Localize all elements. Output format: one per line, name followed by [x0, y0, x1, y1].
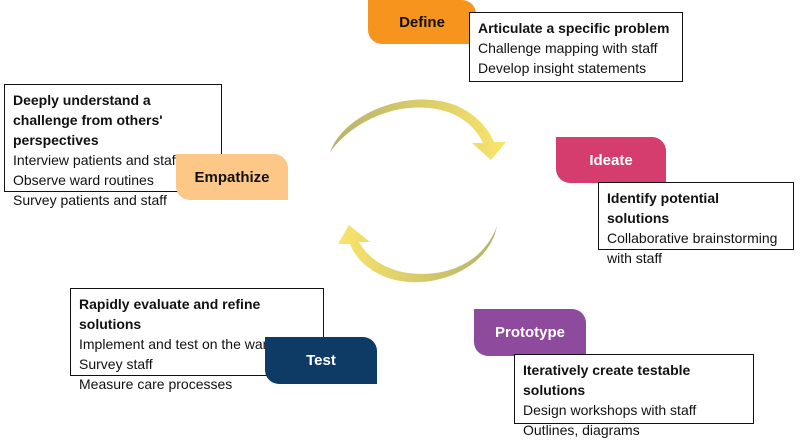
test-label: Test	[306, 352, 336, 369]
prototype-label: Prototype	[494, 324, 565, 341]
define-tab: Define	[368, 0, 476, 44]
empathize-tab: Empathize	[176, 154, 288, 200]
ideate-label: Ideate	[589, 151, 633, 169]
test-tab: Test	[265, 337, 377, 384]
cycle-arrow-top	[330, 99, 506, 160]
ideate-tab: Ideate	[556, 137, 666, 183]
test-box: Rapidly evaluate and refine solutions Im…	[70, 288, 324, 392]
test-heading: Rapidly evaluate and refine solutions	[79, 296, 261, 332]
define-heading: Articulate a specific problem	[478, 20, 670, 36]
ideate-item: Collaborative brainstorming	[607, 230, 778, 246]
empathize-item: Interview patients and staff	[13, 152, 180, 168]
prototype-box: Iteratively create testable solutions De…	[514, 354, 754, 438]
cycle-arrow-bottom	[338, 225, 497, 283]
cycle-arrows	[330, 99, 506, 283]
prototype-tab: Prototype	[474, 309, 586, 356]
ideate-box: Identify potential solutions Collaborati…	[598, 182, 794, 266]
empathize-label: Empathize	[194, 168, 270, 186]
define-item: Develop insight statements	[478, 60, 647, 76]
define-box: Articulate a specific problem Challenge …	[469, 12, 683, 82]
empathize-item: Observe ward routines	[13, 172, 154, 188]
prototype-item: Design workshops with staff	[523, 402, 697, 418]
prototype-heading: Iteratively create testable solutions	[523, 362, 691, 398]
define-item: Challenge mapping with staff	[478, 40, 658, 56]
empathize-item: Survey patients and staff	[13, 192, 167, 208]
prototype-item: Outlines, diagrams	[523, 422, 640, 438]
ideate-heading: Identify potential solutions	[607, 190, 719, 226]
test-item: Survey staff	[79, 356, 153, 372]
define-label: Define	[399, 13, 445, 31]
ideate-item: with staff	[607, 250, 662, 266]
test-item: Measure care processes	[79, 376, 233, 392]
test-item: Implement and test on the wards	[79, 336, 283, 352]
empathize-heading: Deeply understand a challenge from other…	[13, 92, 163, 148]
